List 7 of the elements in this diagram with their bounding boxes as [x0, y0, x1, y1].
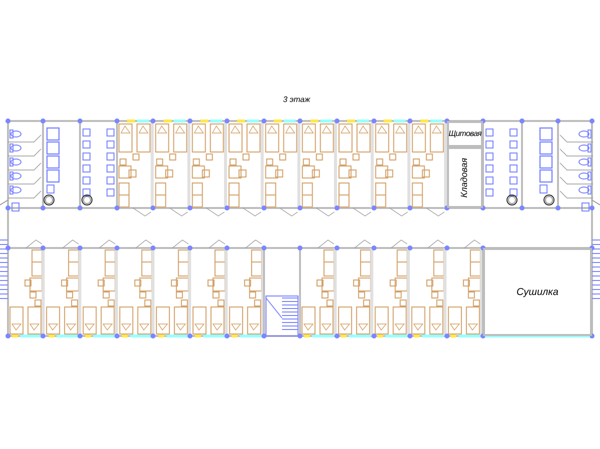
room-outline [447, 121, 483, 147]
room-outline [483, 248, 592, 336]
room-label: Щитовая [448, 128, 482, 140]
room-label: Сушилка [516, 286, 558, 300]
room-label: Кладовая [458, 158, 470, 198]
room-outline [447, 147, 483, 208]
floor-title: 3 этаж [283, 94, 310, 106]
